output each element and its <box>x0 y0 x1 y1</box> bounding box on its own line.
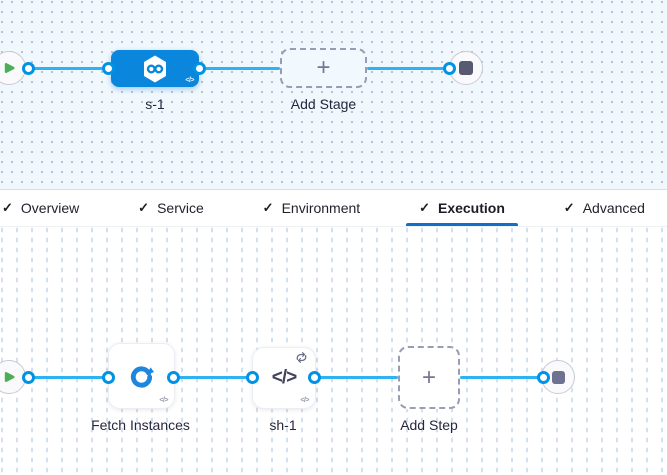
connector-port[interactable] <box>192 61 206 75</box>
tab-label: Execution <box>437 200 505 216</box>
looping-strategy-icon <box>294 351 309 364</box>
tab-label: Environment <box>281 200 361 216</box>
stage-node-s-1[interactable]: </> <box>111 50 199 87</box>
tab-label: Overview <box>20 200 80 216</box>
step-node-fetch-instances[interactable]: </> <box>108 343 175 409</box>
edge-line <box>28 375 108 379</box>
edge-line <box>199 66 280 70</box>
tab-overview[interactable]: ✓ Overview <box>2 190 79 226</box>
code-badge-icon: </> <box>300 397 309 404</box>
check-icon: ✓ <box>138 200 150 215</box>
tab-advanced[interactable]: ✓ Advanced <box>564 190 645 226</box>
connector-port[interactable] <box>245 370 259 384</box>
step-label-fetch-instances: Fetch Instances <box>91 417 190 433</box>
code-badge-icon: </> <box>185 77 194 84</box>
connector-port[interactable] <box>307 370 321 384</box>
plus-icon: + <box>316 54 331 81</box>
step-label-sh-1: sh-1 <box>269 417 297 433</box>
add-stage-button[interactable]: + <box>280 48 367 88</box>
tab-environment[interactable]: ✓ Environment <box>263 190 361 226</box>
connector-port[interactable] <box>442 61 456 75</box>
stage-label: s-1 <box>145 96 165 112</box>
check-icon: ✓ <box>563 200 575 215</box>
shell-script-icon: </> <box>271 367 298 388</box>
tab-service[interactable]: ✓ Service <box>138 190 204 226</box>
add-step-button[interactable]: + <box>398 346 460 409</box>
edge-line <box>460 375 543 379</box>
check-icon: ✓ <box>2 200 13 215</box>
stage-config-tabbar: ✓ Overview ✓ Service ✓ Environment ✓ Exe… <box>0 189 667 227</box>
cd-stage-hexagon-icon <box>142 54 168 84</box>
check-icon: ✓ <box>419 200 430 215</box>
play-icon <box>2 61 16 75</box>
stop-square-icon <box>459 61 473 75</box>
tab-label: Advanced <box>582 200 645 216</box>
plus-icon: + <box>421 363 436 391</box>
edge-line <box>173 375 252 379</box>
tab-label: Service <box>157 200 204 216</box>
connector-port[interactable] <box>21 61 35 75</box>
connector-port[interactable] <box>101 61 115 75</box>
stop-square-icon <box>551 370 565 384</box>
pipeline-end-node <box>449 51 483 85</box>
step-node-sh-1[interactable]: </> </> <box>252 347 316 409</box>
edge-line <box>367 66 449 70</box>
check-icon: ✓ <box>262 200 274 215</box>
connector-port[interactable] <box>166 370 180 384</box>
stage-graph-canvas: </> + s-1 Add Stage <box>0 0 667 189</box>
edge-line <box>314 375 398 379</box>
connector-port[interactable] <box>21 370 35 384</box>
connector-port[interactable] <box>536 370 550 384</box>
add-step-label: Add Step <box>400 417 458 433</box>
tab-execution[interactable]: ✓ Execution <box>406 190 518 226</box>
add-stage-label: Add Stage <box>290 96 357 112</box>
connector-port[interactable] <box>101 370 115 384</box>
code-badge-icon: </> <box>159 397 168 404</box>
fetch-instances-icon <box>128 363 155 390</box>
execution-graph-canvas: </> </> </> + Fetch Insta <box>0 227 667 475</box>
play-icon <box>2 370 16 384</box>
edge-line <box>28 66 108 70</box>
